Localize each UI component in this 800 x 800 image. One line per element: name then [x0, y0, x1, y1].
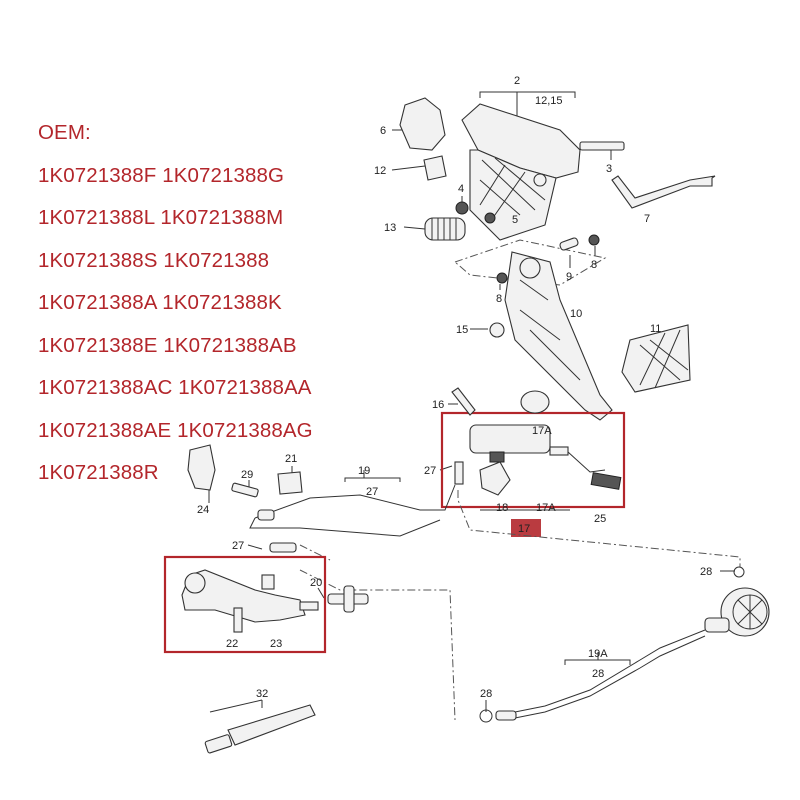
callout-25: 25 — [594, 513, 606, 525]
callout-3: 3 — [606, 163, 612, 175]
callout-6: 6 — [380, 125, 386, 137]
callout-18: 18 — [496, 502, 508, 514]
seal-ring-28 — [479, 709, 493, 723]
callout-28: 28 — [480, 688, 492, 700]
pedal-seal-ring — [399, 97, 446, 151]
callout-19: 19 — [358, 465, 370, 477]
callout-4: 4 — [458, 183, 464, 195]
part-17-highlight — [511, 519, 541, 537]
callout-23: 23 — [270, 638, 282, 650]
callout-labels: 2 12,15 6 12 3 4 5 7 13 9 8 8 10 15 11 1… — [197, 75, 712, 700]
oem-line: 1K0721388E 1K0721388AB — [38, 333, 297, 357]
oem-line: 1K0721388AE 1K0721388AG — [38, 418, 313, 442]
hose-19 — [249, 484, 456, 537]
release-bearing-assembly — [704, 566, 770, 637]
callout-21: 21 — [285, 453, 297, 465]
oem-heading: OEM: — [38, 121, 91, 144]
hose-fitting — [257, 509, 275, 521]
callout-15: 15 — [456, 324, 468, 336]
oem-line: 1K0721388AC 1K0721388AA — [38, 376, 312, 399]
callout-11: 11 — [650, 323, 661, 335]
hose-19a — [514, 629, 706, 719]
callout-17a: 17A — [532, 425, 552, 437]
callout-17a: 17A — [536, 502, 556, 514]
hose-end-27 — [269, 542, 297, 553]
grease-tube-32 — [204, 699, 316, 754]
callout-28: 28 — [700, 566, 712, 578]
leader-lines — [208, 91, 735, 712]
callout-10: 10 — [570, 308, 582, 320]
callout-9: 9 — [566, 271, 572, 283]
callout-12-15: 12,15 — [535, 95, 563, 107]
bolt-3 — [579, 141, 625, 151]
tee-connector-20 — [327, 585, 369, 613]
callout-20: 20 — [310, 577, 322, 589]
bump-stop-15 — [489, 322, 505, 338]
bolt-22 — [233, 607, 243, 633]
callout-16: 16 — [432, 399, 444, 411]
callout-32: 32 — [256, 688, 268, 700]
callout-22: 22 — [226, 638, 238, 650]
oem-line: 1K0721388L 1K0721388M — [38, 206, 284, 229]
callout-19a: 19A — [588, 648, 608, 660]
oem-line: 1K0721388R — [38, 461, 159, 484]
pin-9 — [559, 237, 579, 251]
bolt-29 — [231, 482, 259, 498]
nut-8 — [496, 272, 508, 284]
callout-5: 5 — [512, 214, 518, 226]
callout-27: 27 — [424, 465, 436, 477]
callout-12: 12 — [374, 165, 386, 177]
callout-27: 27 — [232, 540, 244, 552]
stop-bracket-7 — [611, 175, 716, 209]
spring-13 — [424, 217, 466, 241]
centerline-hose — [299, 544, 456, 721]
callout-7: 7 — [644, 213, 650, 225]
pedal-pad-11 — [621, 324, 691, 393]
oem-line: 1K0721388F 1K0721388G — [38, 163, 285, 187]
slave-cylinder-23 — [181, 569, 319, 623]
nut-5 — [484, 212, 496, 224]
bushing — [423, 155, 447, 181]
callout-28: 28 — [592, 668, 604, 680]
callout-13: 13 — [384, 222, 396, 234]
callout-29: 29 — [241, 469, 253, 481]
bracket-24 — [187, 444, 216, 491]
callout-8: 8 — [496, 293, 502, 305]
oem-line: 1K0721388A 1K0721388K — [38, 291, 282, 314]
pedal-bracket — [461, 103, 581, 241]
master-cylinder-17 — [451, 387, 622, 496]
clip-21 — [277, 471, 303, 495]
callout-17: 17 — [518, 523, 530, 535]
oem-line: 1K0721388S 1K0721388 — [38, 248, 270, 272]
slave-cylinder-highlight — [163, 555, 327, 654]
hose-end-28 — [495, 710, 517, 721]
oem-number-list: OEM: 1K0721388F 1K0721388G 1K0721388L 1K… — [38, 112, 313, 495]
pedal-lever-10 — [454, 239, 613, 421]
nut-4 — [455, 201, 469, 215]
clip-8 — [588, 234, 600, 246]
centerline-upper — [457, 490, 741, 567]
callout-27: 27 — [366, 486, 378, 498]
callout-2: 2 — [514, 75, 520, 87]
callout-8: 8 — [591, 259, 597, 271]
callout-24: 24 — [197, 504, 209, 516]
